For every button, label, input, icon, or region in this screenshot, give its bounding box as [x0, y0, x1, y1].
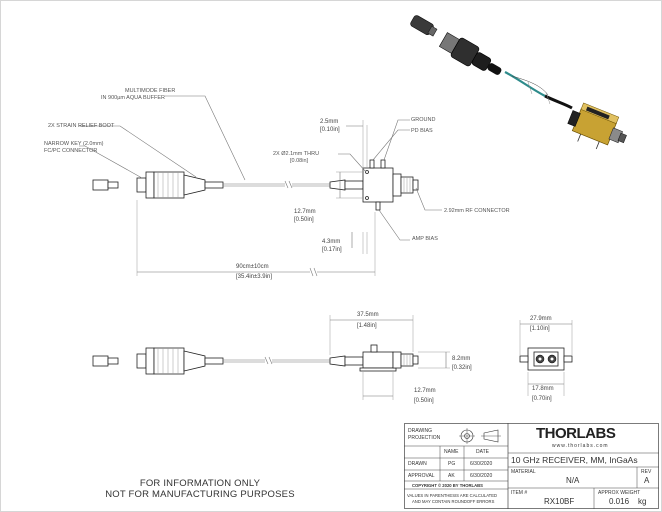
notice-line-2: NOT FOR MANUFACTURING PURPOSES — [105, 489, 295, 500]
dim-1-48in: [1.48in] — [357, 323, 377, 329]
top-view — [92, 159, 419, 211]
dim-12-7mm-side: 12.7mm — [414, 388, 436, 394]
thorlabs-logo: THORLABS — [536, 425, 616, 442]
dim-12-7mm: 12.7mm — [294, 209, 316, 215]
dim-0-70in: [0.70in] — [532, 396, 552, 402]
drawing-projection-sublabel: PROJECTION — [408, 435, 441, 441]
material-value: N/A — [566, 476, 580, 485]
rf-connector-label: 2.92mm RF CONNECTOR — [444, 208, 510, 214]
copyright-notice: COPYRIGHT © 2020 BY THORLABS — [412, 483, 483, 488]
dim-1-10in: [1.10in] — [530, 326, 550, 332]
dim-0-50in: [0.50in] — [294, 217, 314, 223]
ground-label: GROUND — [411, 117, 435, 123]
weight-label: APPROX WEIGHT — [598, 490, 641, 496]
dim-37-5mm: 37.5mm — [357, 312, 379, 318]
title-block: DRAWING PROJECTION NAME DATE DRAWN PG 6/… — [404, 423, 659, 509]
dim-17-8mm: 17.8mm — [532, 386, 554, 392]
col-date-header: DATE — [476, 449, 489, 455]
strain-relief-label: 2X STRAIN RELIEF BOOT — [48, 123, 115, 129]
dust-cap — [92, 179, 109, 191]
end-view — [519, 320, 573, 396]
item-number: RX10BF — [544, 497, 575, 506]
isometric-render — [410, 15, 627, 150]
weight-unit: kg — [638, 497, 647, 506]
multimode-fiber-label: MULTIMODE FIBER — [125, 88, 175, 94]
approval-name: AK — [448, 473, 455, 479]
dim-27-9mm: 27.9mm — [530, 316, 552, 322]
narrow-key-label: NARROW KEY (2.0mm) — [44, 141, 104, 147]
dim-0-17in: [0.17in] — [322, 247, 342, 253]
col-name-header: NAME — [444, 449, 459, 455]
thru-hole-inch-label: [0.08in] — [290, 158, 309, 164]
item-label: ITEM # — [511, 490, 528, 496]
drawn-date: 6/30/2020 — [470, 461, 493, 467]
thorlabs-website: www.thorlabs.com — [552, 443, 609, 449]
dim-0-10in: [0.10in] — [320, 127, 340, 133]
drawn-name: PG — [448, 461, 456, 467]
dim-4-3mm: 4.3mm — [322, 239, 340, 245]
notice-line-1: FOR INFORMATION ONLY — [139, 478, 261, 489]
dim-8-2mm: 8.2mm — [452, 356, 470, 362]
weight-value: 0.016 — [609, 497, 630, 506]
values-note: VALUES IN PARENTHESIS ARE CALCULATED — [407, 493, 498, 498]
dim-0-50in-side: [0.50in] — [414, 398, 434, 404]
thru-hole-label: 2X Ø2.1mm THRU — [273, 151, 319, 157]
fc-pc-connector-label: FC/PC CONNECTOR — [44, 148, 97, 154]
drawing-title: 10 GHz RECEIVER, MM, InGaAs — [511, 455, 638, 465]
amp-bias-label: AMP BIAS — [412, 236, 438, 242]
rf-connector — [392, 173, 402, 197]
approval-label: APPROVAL — [408, 473, 435, 479]
side-view — [92, 315, 450, 400]
strain-relief-boot — [183, 174, 206, 196]
pd-bias-label: PD BIAS — [411, 128, 433, 134]
dim-90cm: 90cm±10cm — [236, 264, 269, 270]
rev-value: A — [644, 476, 650, 485]
values-note-2: AND MAY CONTAIN ROUNDOFF ERRORS — [412, 499, 495, 504]
rev-label: REV — [641, 469, 652, 475]
projection-symbol-icon — [459, 428, 501, 444]
dim-2-5mm: 2.5mm — [320, 119, 338, 125]
leader-lines — [79, 95, 442, 277]
fc-connector — [136, 177, 147, 193]
material-label: MATERIAL — [511, 469, 536, 475]
title-block-grid — [404, 423, 659, 509]
information-notice: FOR INFORMATION ONLY NOT FOR MANUFACTURI… — [100, 478, 300, 500]
approval-date: 6/30/2020 — [470, 473, 493, 479]
dim-35-4in: [35.4in±3.9in] — [236, 274, 272, 280]
drawing-projection-label: DRAWING — [408, 428, 432, 434]
dim-0-32in: [0.32in] — [452, 365, 472, 371]
drawn-label: DRAWN — [408, 461, 427, 467]
multimode-fiber-sublabel: IN 900µm AQUA BUFFER — [101, 95, 165, 101]
